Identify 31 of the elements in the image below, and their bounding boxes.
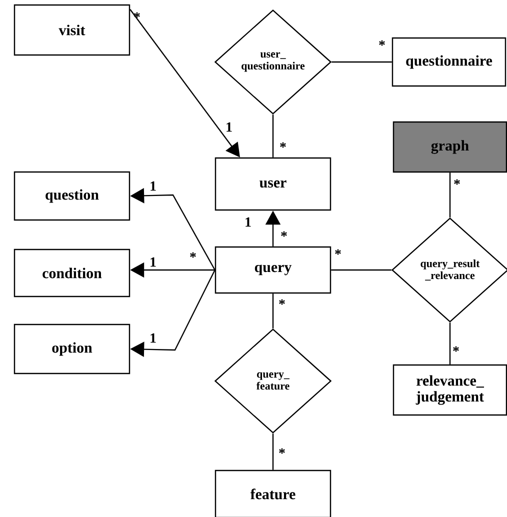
multiplicity-label: * <box>279 299 285 305</box>
multiplicity-label: 1 <box>226 122 232 132</box>
multiplicity-label: 1 <box>150 333 156 343</box>
entity-box: query <box>214 246 332 294</box>
multiplicity-label: 1 <box>150 181 156 191</box>
connector <box>449 322 451 364</box>
multiplicity-label: 1 <box>150 257 156 267</box>
multiplicity-label: * <box>453 346 459 352</box>
entity-box: visit <box>14 4 130 56</box>
multiplicity-label: * <box>134 12 140 18</box>
entity-box: question <box>14 171 130 221</box>
connector <box>272 434 274 470</box>
multiplicity-label: * <box>280 142 286 148</box>
connector <box>449 172 451 218</box>
entity-box: questionnaire <box>392 37 506 87</box>
entity-box: graph <box>392 121 507 173</box>
entity-box: relevance_ judgement <box>392 364 507 416</box>
connector <box>272 114 274 158</box>
multiplicity-label: 1 <box>246 217 251 227</box>
multiplicity-label: * <box>454 179 460 185</box>
entity-box: option <box>14 324 130 374</box>
connector <box>331 269 392 271</box>
entity-box: user <box>214 157 332 211</box>
entity-box: feature <box>214 470 332 517</box>
multiplicity-label: * <box>281 231 287 237</box>
multiplicity-label: * <box>335 249 341 255</box>
connector <box>332 61 392 63</box>
multiplicity-label: * <box>190 252 196 258</box>
connector <box>272 294 274 328</box>
entity-box: condition <box>14 248 130 298</box>
multiplicity-label: * <box>279 448 285 454</box>
